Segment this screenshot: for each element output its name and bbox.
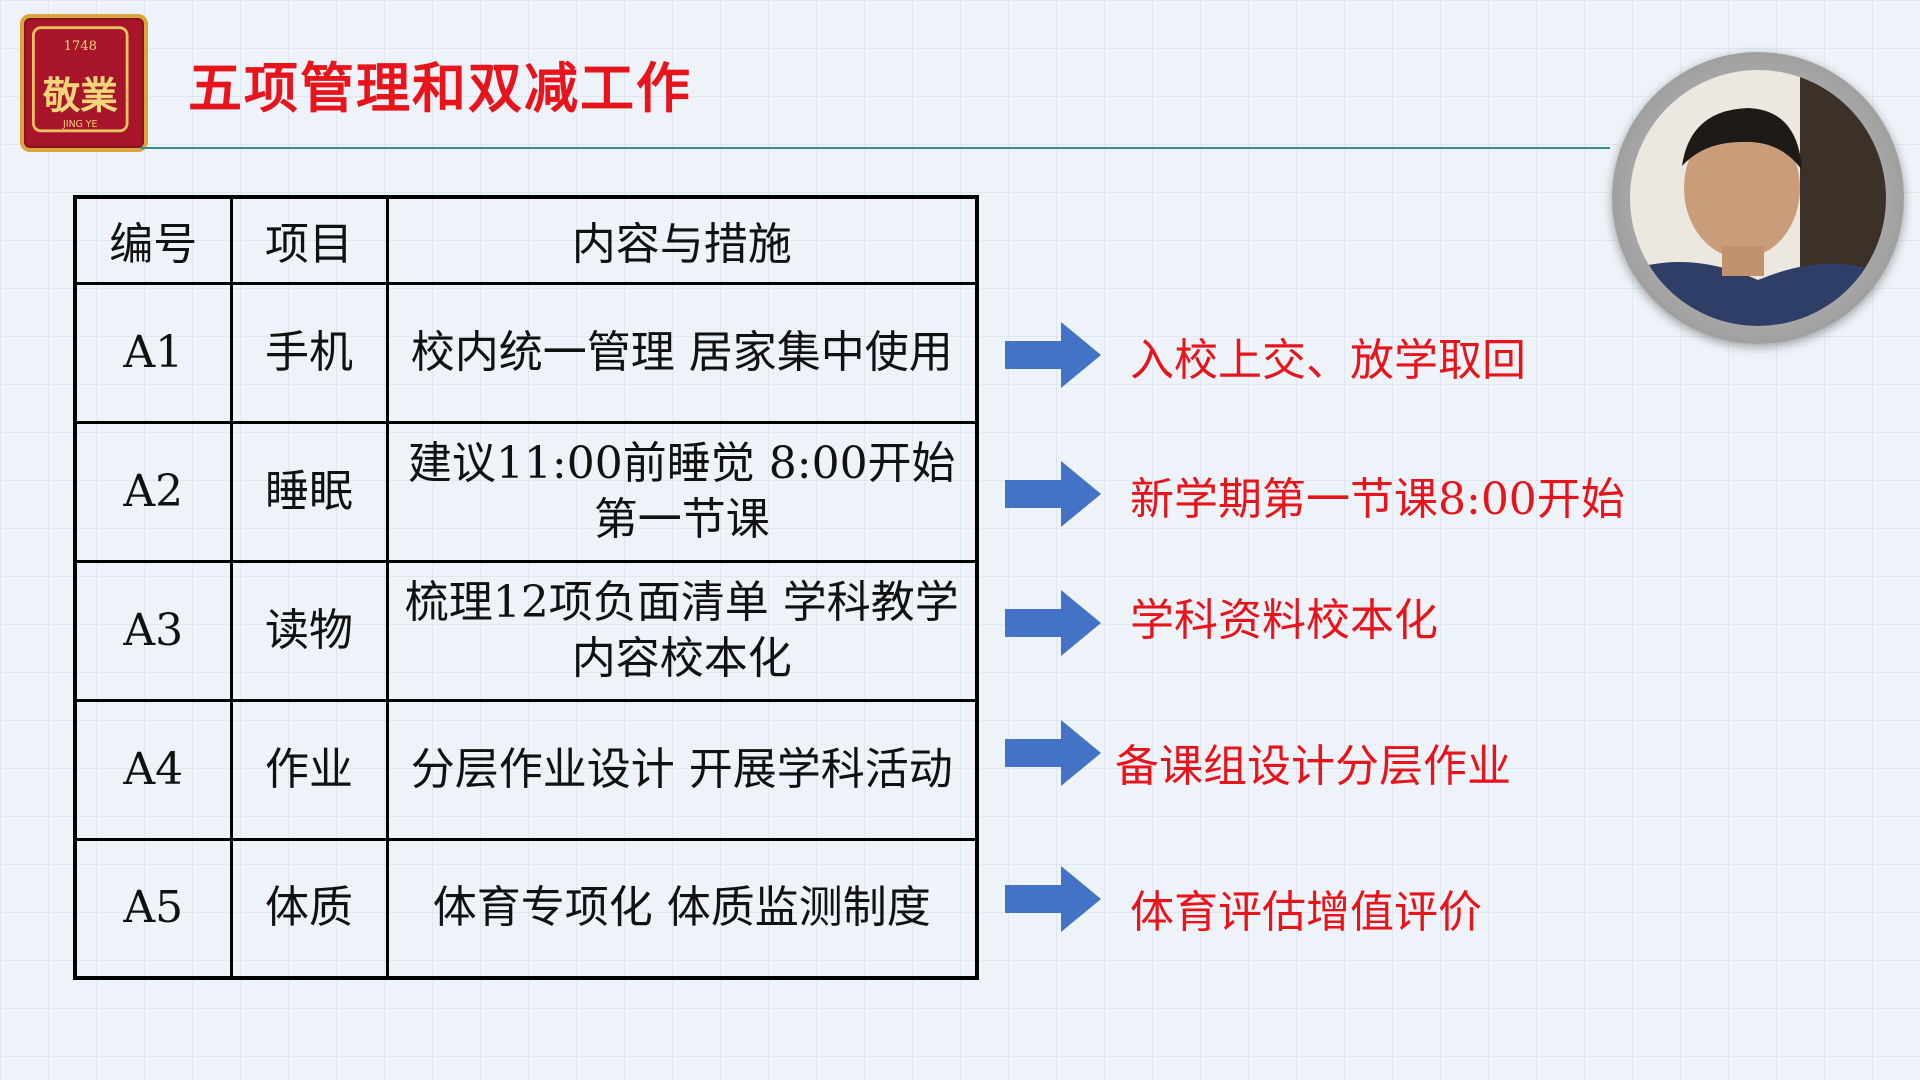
cell-item: 体质 [229,837,389,980]
header-id: 编号 [73,195,233,285]
note-text: 备课组设计分层作业 [1115,741,1511,792]
content-line: 居家集中使用 [688,326,953,378]
arrow-right-icon [1005,866,1101,932]
presenter-avatar [1612,52,1904,344]
page-title: 五项管理和双减工作 [188,56,692,120]
cell-item: 睡眠 [229,420,389,563]
management-table: 编号 项目 内容与措施 A1 手机 校内统一管理 居家集中使用 A2 睡眠 建议… [73,195,979,980]
title-divider [140,147,1610,149]
content-line: 建议11:00前睡觉 [407,437,755,489]
table-row: A5 体质 体育专项化 体质监测制度 [73,837,979,980]
arrow-right-icon [1005,461,1101,527]
note-text: 新学期第一节课8:00开始 [1130,474,1625,525]
cell-item: 手机 [229,281,389,424]
content-line: 开展学科活动 [688,743,953,795]
table-row: A2 睡眠 建议11:00前睡觉 8:00开始第一节课 [73,420,979,563]
header-content: 内容与措施 [385,195,979,285]
content-line: 体育专项化 [432,882,653,934]
cell-item: 作业 [229,698,389,841]
logo-chars: 敬業 [42,73,118,117]
cell-content: 梳理12项负面清单 学科教学内容校本化 [385,559,979,702]
content-line: 学科教学内容校本化 [571,576,959,684]
cell-id: A4 [73,698,233,841]
logo-emblem-icon: 1748 敬業 JING YE [31,26,129,133]
table-header-row: 编号 项目 内容与措施 [73,195,979,285]
cell-content: 校内统一管理 居家集中使用 [385,281,979,424]
content-line: 分层作业设计 [410,743,675,795]
cell-content: 分层作业设计 开展学科活动 [385,698,979,841]
note-text: 学科资料校本化 [1130,595,1438,646]
logo-year: 1748 [64,39,97,54]
cell-content: 体育专项化 体质监测制度 [385,837,979,980]
content-line: 梳理12项负面清单 [404,576,769,628]
header-item: 项目 [229,195,389,285]
content-line: 8:00开始第一节课 [593,437,956,545]
cell-content: 建议11:00前睡觉 8:00开始第一节课 [385,420,979,563]
arrow-right-icon [1005,322,1101,388]
table-row: A3 读物 梳理12项负面清单 学科教学内容校本化 [73,559,979,702]
note-text: 体育评估增值评价 [1130,887,1482,938]
cell-id: A1 [73,281,233,424]
school-logo: 1748 敬業 JING YE [20,14,148,152]
table-row: A4 作业 分层作业设计 开展学科活动 [73,698,979,841]
arrow-right-icon [1005,590,1101,656]
cell-item: 读物 [229,559,389,702]
content-line: 体质监测制度 [666,882,931,934]
cell-id: A3 [73,559,233,702]
cell-id: A5 [73,837,233,980]
note-text: 入校上交、放学取回 [1130,335,1526,386]
presenter-photo-icon [1630,70,1886,326]
arrow-right-icon [1005,720,1101,786]
cell-id: A2 [73,420,233,563]
content-line: 校内统一管理 [410,326,675,378]
table-row: A1 手机 校内统一管理 居家集中使用 [73,281,979,424]
logo-pinyin: JING YE [62,119,97,130]
